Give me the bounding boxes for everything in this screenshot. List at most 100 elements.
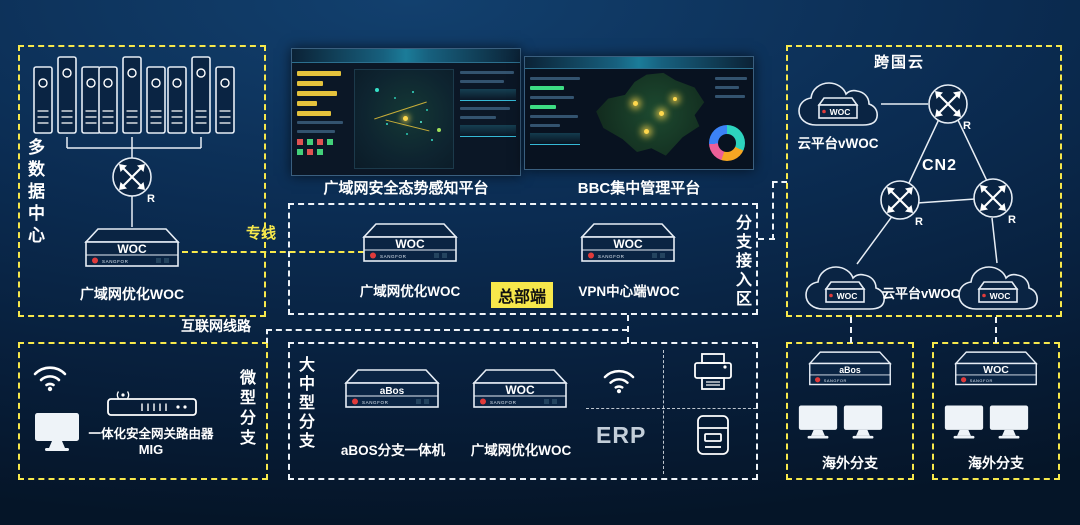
svg-text:aBos: aBos — [380, 386, 405, 397]
label-erp: ERP — [596, 422, 647, 448]
router-icon: R — [928, 84, 971, 132]
label-cn2: CN2 — [922, 157, 958, 174]
dedicated-line — [182, 251, 364, 253]
caption-overseas-2: 海外分支 — [968, 455, 1024, 471]
label-internet-line: 互联网线路 — [181, 318, 251, 334]
dashboard-donut-chart — [709, 125, 745, 161]
cloud-vwoc-icon: WOC — [798, 82, 878, 126]
overseas-link-1 — [850, 317, 852, 343]
cloud-vwoc-icon: WOC — [805, 266, 885, 310]
server-cluster-icon — [33, 56, 101, 134]
overseas-link-2 — [995, 317, 997, 343]
svg-text:R: R — [963, 120, 971, 132]
branch-access-elbow-2 — [772, 182, 774, 240]
caption-overseas-1: 海外分支 — [822, 455, 878, 471]
dashboard-header-bar — [525, 57, 753, 69]
branch-divider-vertical — [663, 350, 664, 474]
internet-line-horizontal — [266, 329, 628, 331]
monitor-icon — [35, 413, 79, 451]
router-icon: R — [112, 157, 155, 205]
server-cluster-icon — [167, 56, 235, 134]
label-dedicated-line: 专线 — [246, 225, 277, 242]
branch-access-elbow-1 — [758, 238, 775, 240]
dashboard-side-widgets — [715, 77, 749, 104]
zone-mid-large-branch — [288, 342, 758, 480]
internet-line-drop-left — [266, 329, 268, 343]
wifi-icon — [33, 366, 67, 392]
caption-security-platform: 广域网安全态势感知平台 — [323, 180, 489, 197]
dashboard-screenshot-management — [524, 56, 754, 170]
monitor-icon — [989, 405, 1029, 439]
caption-vpn-woc: VPN中心端WOC — [578, 284, 680, 299]
caption-datacenter-woc: 广域网优化WOC — [79, 286, 185, 302]
caption-mig-line1: 一体化安全网关路由器 — [88, 427, 214, 441]
label-branch-access: 分支接入区 — [733, 214, 750, 309]
server-cluster-icon — [98, 56, 166, 134]
branch-access-elbow-3 — [772, 181, 787, 183]
zone-headquarters — [288, 203, 758, 315]
zone-micro-branch — [18, 342, 268, 480]
svg-text:SANGFOR: SANGFOR — [824, 378, 847, 383]
zone-transnational-cloud — [786, 45, 1062, 317]
hq-badge: 总部端 — [491, 282, 554, 308]
svg-text:R: R — [1008, 214, 1016, 226]
monitor-icon — [798, 405, 838, 439]
router-icon: R — [973, 178, 1016, 226]
abos-device: SANGFOR aBos — [808, 351, 892, 386]
abos-device: SANGFOR aBos — [344, 369, 440, 408]
caption-branch-woc: 广域网优化WOC — [470, 443, 572, 458]
svg-text:WOC: WOC — [983, 364, 1009, 376]
caption-cloud-vwoc-bottom: 云平台vWOC — [881, 286, 960, 301]
dashboard-attack-map — [354, 69, 454, 169]
svg-text:WOC: WOC — [505, 383, 535, 397]
caption-hq-woc: 广域网优化WOC — [359, 284, 461, 299]
dashboard-bar-chart — [297, 71, 349, 145]
internet-line-drop-right — [627, 315, 629, 343]
gateway-mig-icon — [107, 391, 197, 416]
svg-text:WOC: WOC — [990, 291, 1011, 301]
router-icon: R — [880, 180, 923, 228]
svg-text:SANGFOR: SANGFOR — [970, 378, 993, 383]
svg-text:SANGFOR: SANGFOR — [362, 400, 389, 405]
zone-overseas-branch-2 — [932, 342, 1060, 480]
svg-text:SANGFOR: SANGFOR — [490, 400, 517, 405]
svg-text:R: R — [915, 216, 923, 228]
label-mid-large-branch: 大中型分支 — [296, 356, 313, 451]
woc-device: SANGFOR WOC — [362, 223, 458, 262]
caption-mig-line2: MIG — [138, 442, 164, 457]
woc-device: SANGFOR WOC — [954, 351, 1038, 386]
monitor-icon — [944, 405, 984, 439]
caption-cloud-vwoc-top: 云平台vWOC — [797, 136, 879, 151]
dashboard-screenshot-security — [291, 48, 521, 176]
printer-icon — [694, 353, 732, 390]
woc-device: SANGFOR WOC — [84, 228, 180, 267]
woc-device: SANGFOR WOC — [472, 369, 568, 408]
label-transnational-cloud: 跨国云 — [874, 54, 926, 71]
branch-divider-horizontal — [586, 408, 756, 409]
dashboard-list-widgets — [530, 77, 582, 151]
status-squares — [297, 139, 303, 145]
svg-text:WOC: WOC — [830, 107, 851, 117]
svg-text:WOC: WOC — [837, 291, 858, 301]
svg-text:SANGFOR: SANGFOR — [598, 254, 625, 259]
zone-multi-datacenter — [18, 45, 266, 317]
dashboard-header-bar — [292, 49, 520, 63]
dashboard-side-widgets — [460, 71, 516, 143]
label-multi-datacenter: 多数据中心 — [25, 138, 44, 248]
svg-text:SANGFOR: SANGFOR — [380, 254, 407, 259]
svg-text:WOC: WOC — [117, 242, 147, 256]
dashboard-china-map — [589, 71, 709, 163]
label-micro-branch: 微型分支 — [237, 369, 254, 449]
vpn-woc-device: SANGFOR WOC — [580, 223, 676, 262]
svg-text:SANGFOR: SANGFOR — [102, 259, 129, 264]
svg-text:WOC: WOC — [613, 237, 643, 251]
cloud-vwoc-icon: WOC — [958, 266, 1038, 310]
caption-abos: aBOS分支一体机 — [340, 443, 446, 458]
zone-overseas-branch-1 — [786, 342, 914, 480]
svg-text:aBos: aBos — [839, 365, 861, 375]
wifi-icon — [603, 369, 635, 394]
svg-text:WOC: WOC — [395, 237, 425, 251]
copier-icon — [697, 415, 729, 455]
svg-text:R: R — [147, 193, 155, 205]
